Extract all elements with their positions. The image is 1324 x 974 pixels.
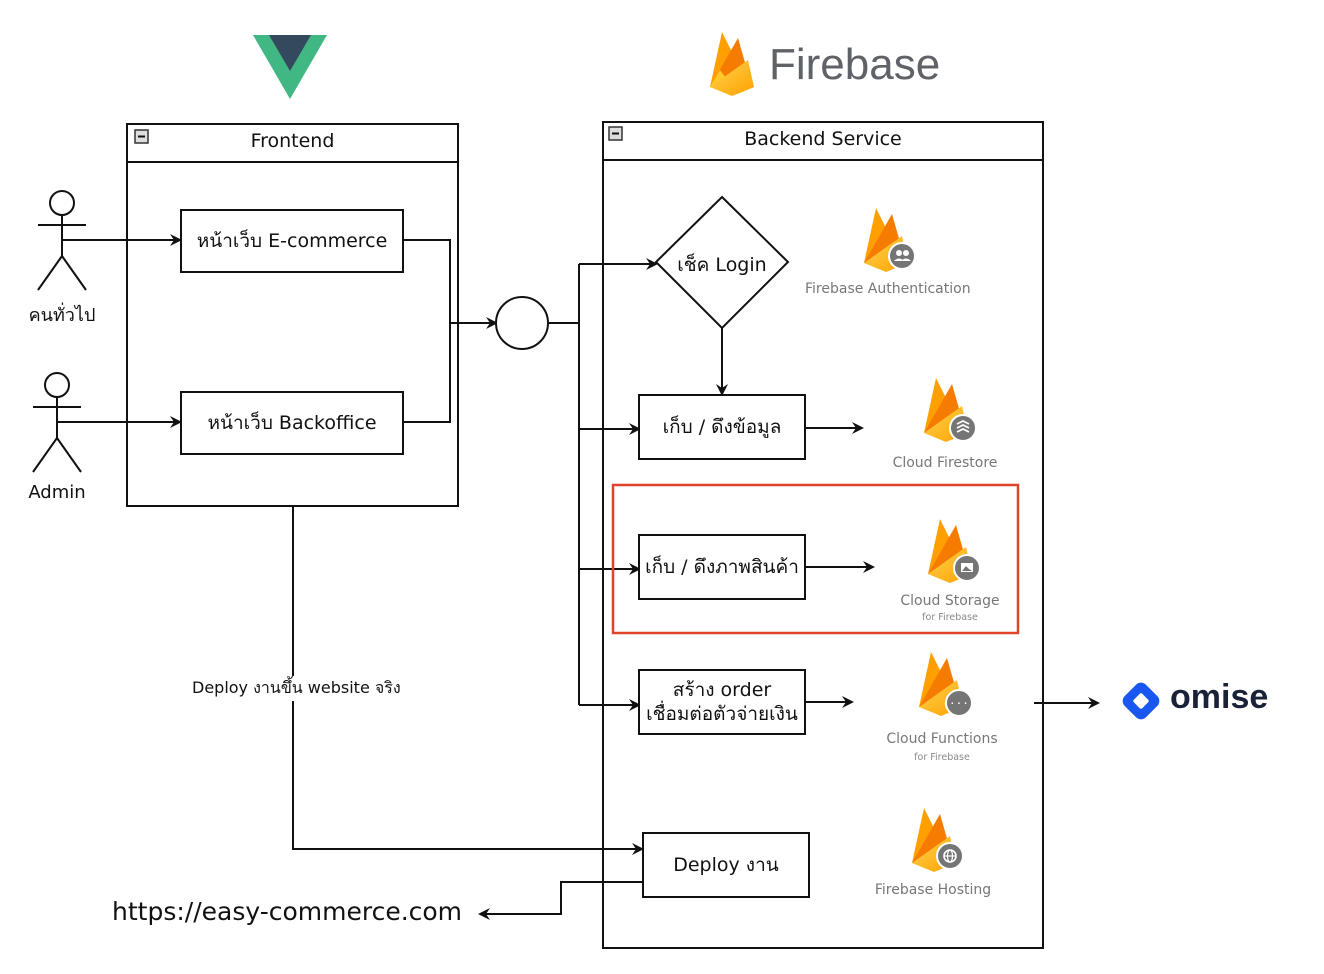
cloud-functions-subcaption: for Firebase [914, 752, 970, 763]
cloud-storage-caption: Cloud Storage [900, 593, 1000, 609]
cloud-functions-caption: Cloud Functions [886, 731, 998, 747]
actor-public-icon [37, 190, 87, 291]
vue-logo [253, 35, 327, 99]
firebase-flame-logo [710, 32, 754, 96]
data-store-node: เก็บ / ดึงข้อมูล [638, 394, 806, 460]
deploy-node: Deploy งาน [642, 832, 810, 898]
actor-admin-label: Admin [28, 482, 86, 503]
firebase-hosting-icon [912, 808, 964, 872]
cloud-firestore-caption: Cloud Firestore [892, 455, 998, 471]
svg-text:(···): (···) [942, 697, 975, 710]
firebase-hosting-caption: Firebase Hosting [874, 882, 992, 898]
backoffice-page-label: หน้าเว็บ Backoffice [207, 412, 377, 434]
actor-public-label: คนทั่วไป [28, 305, 96, 326]
cloud-firestore-icon [924, 378, 977, 442]
ecommerce-page-node: หน้าเว็บ E-commerce [180, 209, 404, 273]
cloud-storage-icon [928, 519, 981, 583]
deploy-edge-label: Deploy งานขึ้น website จริง [192, 676, 401, 701]
cloud-storage-subcaption: for Firebase [922, 612, 978, 623]
ecommerce-page-label: หน้าเว็บ E-commerce [196, 230, 388, 252]
login-label: เช็ค Login [677, 254, 767, 276]
actor-admin-icon [32, 372, 82, 473]
order-node: สร้าง order เชื่อมต่อตัวจ่ายเงิน [638, 669, 806, 735]
website-url-link[interactable]: https://easy-commerce.com [112, 897, 463, 926]
firebase-auth-icon [864, 208, 916, 272]
omise-wordmark: omise [1170, 678, 1269, 716]
image-store-node: เก็บ / ดึงภาพสินค้า [638, 534, 806, 600]
order-label-line1: สร้าง order [672, 679, 772, 701]
omise-logo-icon [1122, 682, 1160, 720]
highlight-frame [611, 483, 1020, 635]
order-label: สร้าง order เชื่อมต่อตัวจ่ายเงิน [640, 678, 804, 726]
cloud-functions-icon: (···) [919, 652, 976, 717]
frontend-title: Frontend [250, 130, 335, 152]
data-store-label: เก็บ / ดึงข้อมูล [662, 416, 782, 438]
backoffice-page-node: หน้าเว็บ Backoffice [180, 391, 404, 455]
firebase-wordmark: Firebase [769, 40, 941, 89]
image-store-label: เก็บ / ดึงภาพสินค้า [645, 556, 799, 578]
order-label-line2: เชื่อมต่อตัวจ่ายเงิน [646, 703, 798, 725]
backend-title: Backend Service [744, 128, 902, 150]
firebase-auth-caption: Firebase Authentication [805, 281, 971, 297]
deploy-label: Deploy งาน [673, 854, 779, 876]
junction-node [495, 296, 549, 350]
backend-container [602, 121, 1044, 949]
